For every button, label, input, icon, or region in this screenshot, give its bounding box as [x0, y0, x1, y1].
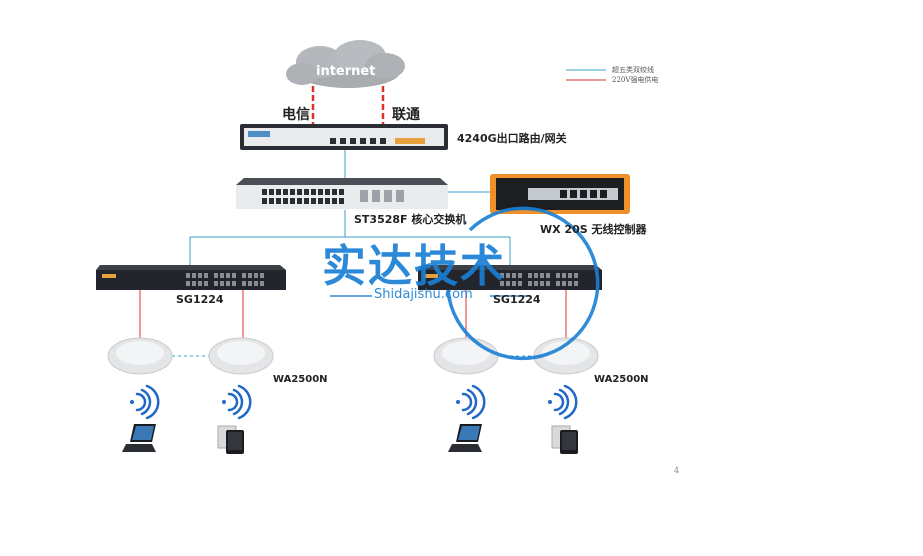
- controller-label: WX 20S 无线控制器: [540, 223, 647, 236]
- cloud-icon: [286, 40, 405, 88]
- isp-telecom-label: 电信: [282, 107, 310, 123]
- access-switch-left-label: SG1224: [176, 293, 224, 306]
- watermark-title: 实达技术: [322, 241, 506, 292]
- access-switch-right-label: SG1224: [493, 293, 541, 306]
- legend-power-text: 220V强电供电: [612, 76, 659, 84]
- controller-icon: [490, 174, 630, 214]
- ap-left-label: WA2500N: [273, 374, 328, 385]
- wifi-signal-icon: [130, 384, 578, 420]
- access-switch-left-icon: [96, 265, 286, 290]
- router-label: 4240G出口路由/网关: [457, 132, 567, 145]
- tablet-icon: [217, 425, 578, 454]
- access-switch-right-icon: [418, 265, 602, 290]
- router-icon: [240, 124, 448, 150]
- switch-icon: [236, 178, 448, 209]
- legend-ethernet-text: 超五类双绞线: [612, 66, 654, 74]
- laptop-icon: [122, 424, 482, 452]
- watermark-url: Shidajishu.com: [374, 287, 473, 302]
- isp-unicom-label: 联通: [392, 107, 420, 123]
- watermark-logo: [330, 206, 600, 361]
- ap-right-label: WA2500N: [594, 374, 649, 385]
- core-switch-label: ST3528F 核心交换机: [354, 213, 467, 226]
- page-number: 4: [674, 466, 680, 475]
- cloud-label: internet: [316, 64, 376, 79]
